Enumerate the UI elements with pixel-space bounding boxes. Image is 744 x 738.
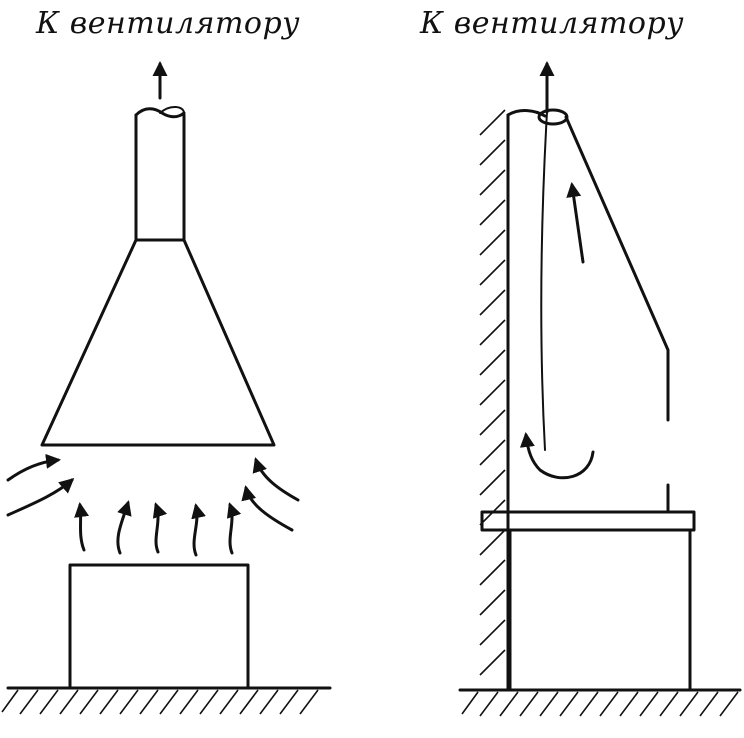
right-floor-hatching — [461, 691, 739, 717]
left-figure — [1, 61, 332, 715]
left-inflow-arrow — [6, 453, 61, 482]
heat-flow-arrow — [226, 502, 242, 555]
right-inflow-arrow — [241, 485, 294, 532]
caption-right: К вентилятору — [420, 6, 685, 41]
internal-swirl-arrow — [519, 432, 595, 480]
internal-flow-line — [540, 111, 548, 451]
internal-up-arrow — [566, 182, 585, 264]
heat-source-box — [68, 563, 250, 690]
right-inflow-arrow — [252, 457, 300, 502]
left-inflow-arrow — [6, 478, 75, 517]
left-hood-canopy — [40, 238, 276, 447]
heat-flow-arrow — [152, 502, 168, 554]
hood-front-panel — [564, 115, 670, 422]
heat-flow-arrow — [116, 500, 132, 555]
right-figure — [458, 61, 742, 717]
caption-left: К вентилятору — [36, 6, 301, 41]
right-duct-top — [506, 109, 547, 118]
heat-flow-arrow — [74, 502, 90, 552]
left-duct — [134, 106, 186, 242]
wall-hatching — [479, 109, 506, 676]
right-duct-opening — [537, 108, 569, 126]
work-surface — [480, 510, 696, 532]
heat-flow-arrow — [191, 503, 206, 557]
left-floor-hatching — [1, 689, 319, 715]
